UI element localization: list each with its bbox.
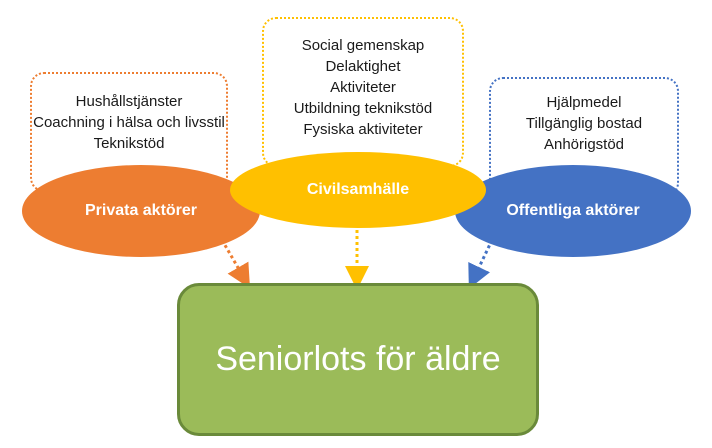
service-item: Hushållstjänster bbox=[75, 93, 183, 110]
service-item: Delaktighet bbox=[325, 58, 401, 75]
civil-services-list: Social gemenskap Delaktighet Aktiviteter… bbox=[264, 35, 462, 140]
private-actors-ellipse: Privata aktörer bbox=[22, 165, 260, 257]
service-item: Social gemenskap bbox=[301, 37, 425, 54]
civil-society-label: Civilsamhälle bbox=[306, 181, 410, 198]
public-actors-label: Offentliga aktörer bbox=[506, 202, 640, 219]
senior-guide-title: Seniorlots för äldre bbox=[215, 340, 501, 378]
public-actors-ellipse: Offentliga aktörer bbox=[455, 165, 691, 257]
service-item: Utbildning teknikstöd bbox=[293, 100, 433, 117]
civil-society-ellipse: Civilsamhälle bbox=[230, 152, 486, 228]
service-item: Fysiska aktiviteter bbox=[303, 121, 423, 138]
civil-services-box bbox=[262, 17, 464, 167]
private-arrow bbox=[220, 239, 251, 289]
senior-guide-box: Seniorlots för äldre bbox=[177, 283, 539, 436]
service-item: Coachning i hälsa och livsstil bbox=[33, 114, 225, 131]
private-actors-label: Privata aktörer bbox=[84, 202, 198, 219]
service-item: Hjälpmedel bbox=[546, 94, 622, 111]
service-item: Tillgänglig bostad bbox=[525, 115, 643, 132]
public-services-list: Hjälpmedel Tillgänglig bostad Anhörigstö… bbox=[491, 92, 677, 155]
service-item: Aktiviteter bbox=[330, 79, 396, 96]
private-services-list: Hushållstjänster Coachning i hälsa och l… bbox=[32, 91, 226, 154]
public-arrow bbox=[468, 239, 494, 289]
service-item: Anhörigstöd bbox=[543, 136, 625, 153]
service-item: Teknikstöd bbox=[93, 135, 165, 152]
